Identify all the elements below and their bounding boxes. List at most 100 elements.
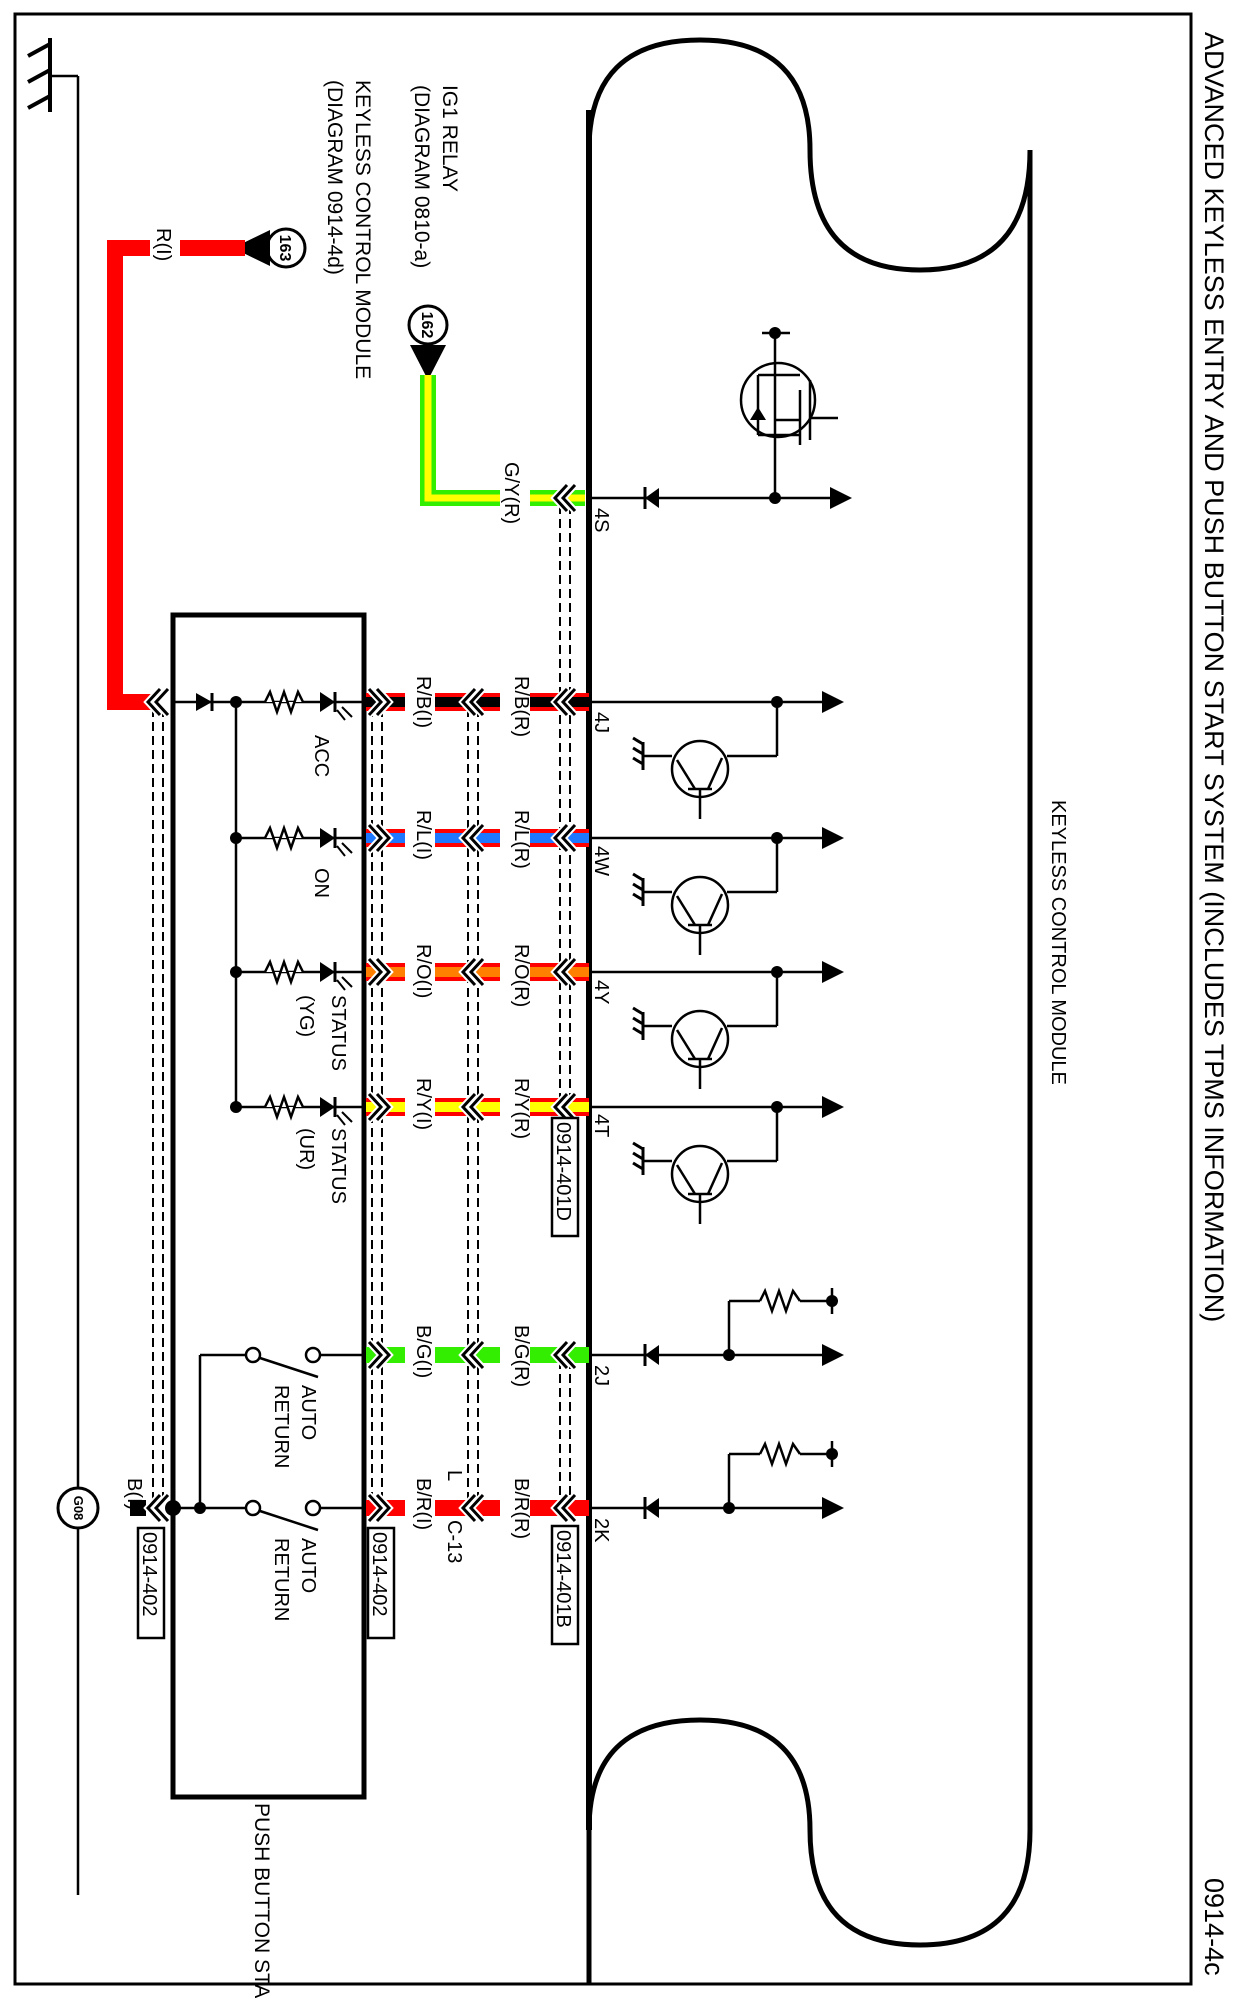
mosfet-icon xyxy=(739,327,838,445)
harness-wire-rb xyxy=(366,686,589,718)
ref-162-badge: 162 xyxy=(407,304,449,380)
wire-label-l: L xyxy=(443,1470,465,1481)
kcm-ref-label: KEYLESS CONTROL MODULE xyxy=(351,80,374,379)
connector-0914-402-left: 0914-402 xyxy=(136,1526,166,1640)
transistor-circuit xyxy=(589,961,844,1089)
resistor-icon xyxy=(263,958,305,986)
indicator-led-circuit xyxy=(230,688,353,721)
harness-wire-rl xyxy=(366,822,589,854)
module-label: KEYLESS CONTROL MODULE xyxy=(1047,800,1069,1085)
ig1-relay-diagram: (DIAGRAM 0810-a) xyxy=(410,85,433,268)
keyless-control-module-outline xyxy=(586,37,1033,1985)
indicator-status-yg-sub: (YG) xyxy=(295,995,317,1037)
indicator-acc-label: ACC xyxy=(310,735,332,777)
resistor-icon xyxy=(758,1440,802,1468)
wire-label-ro-i: R/O(I) xyxy=(412,944,434,998)
push-button-start-label: PUSH BUTTON START xyxy=(250,1803,273,1998)
auto-return-switch xyxy=(200,1346,364,1379)
switch-input-circuit xyxy=(589,1440,844,1519)
pin-4t: 4T xyxy=(590,1114,612,1137)
connector-chevron-icon xyxy=(366,956,394,988)
indicator-led-circuit xyxy=(230,958,364,991)
led-icon xyxy=(320,962,335,982)
connector-chevron-icon xyxy=(143,1492,171,1524)
wire-label-b-i: B(I) xyxy=(123,1478,145,1510)
npn-transistor-icon xyxy=(643,1009,730,1089)
ig1-relay-label: IG1 RELAY xyxy=(438,85,461,192)
arrow-icon xyxy=(822,1344,844,1366)
connector-chevron-icon xyxy=(458,956,486,988)
svg-text:G08: G08 xyxy=(71,1496,86,1521)
wire-label-gy-r: G/Y(R) xyxy=(500,462,522,524)
harness-wire-ry xyxy=(366,1091,589,1123)
svg-text:163: 163 xyxy=(276,235,293,262)
connector-chevron-icon xyxy=(550,482,578,514)
wire-label-br-r: B/R(R) xyxy=(510,1478,532,1539)
led-icon xyxy=(320,692,335,712)
switch-input-circuit xyxy=(589,1287,844,1366)
pin-4j: 4J xyxy=(590,712,612,733)
connector-chevron-icon xyxy=(550,1492,578,1524)
harness-wire-br xyxy=(366,1492,589,1524)
connector-chevron-icon xyxy=(366,1091,394,1123)
push-button-start-box xyxy=(170,612,367,1800)
connector-chevron-icon xyxy=(458,1339,486,1371)
indicator-status-yg-label: STATUS xyxy=(327,995,349,1071)
ground-icon xyxy=(632,1141,645,1175)
connector-chevron-icon xyxy=(550,956,578,988)
wire-label-rl-i: R/L(I) xyxy=(412,810,434,860)
resistor-icon xyxy=(263,824,305,852)
auto-return-switch xyxy=(200,1499,364,1532)
connector-chevron-icon xyxy=(550,822,578,854)
arrow-icon xyxy=(822,827,844,849)
diode-icon xyxy=(196,693,212,711)
wire-label-rb-r: R/B(R) xyxy=(510,676,532,737)
connector-chevron-icon xyxy=(458,822,486,854)
pin-4w: 4W xyxy=(590,846,612,876)
arrow-icon xyxy=(822,1497,844,1519)
connector-chevron-icon xyxy=(366,1492,394,1524)
ground-icon xyxy=(632,736,645,770)
ground-g08-badge: G08 xyxy=(56,1486,100,1530)
wire-label-bg-r: B/G(R) xyxy=(510,1325,532,1387)
diode-icon xyxy=(643,1497,659,1519)
ground-symbol-top xyxy=(27,38,78,112)
connector-chevron-icon xyxy=(550,1091,578,1123)
transistor-circuit xyxy=(589,827,844,955)
page-title: ADVANCED KEYLESS ENTRY AND PUSH BUTTON S… xyxy=(1199,32,1229,1322)
harness-wire-bg xyxy=(366,1339,589,1371)
indicator-led-circuit xyxy=(230,824,364,857)
wire-label-ro-r: R/O(R) xyxy=(510,944,532,1007)
diode-icon xyxy=(643,1344,659,1366)
wire-label-bg-i: B/G(I) xyxy=(412,1325,434,1378)
svg-text:0914-402: 0914-402 xyxy=(368,1532,390,1617)
harness-wire-ro xyxy=(366,956,589,988)
junction-dot xyxy=(769,327,781,339)
diode-icon xyxy=(643,487,659,509)
connector-chevron-icon xyxy=(458,1492,486,1524)
wire-label-ry-r: R/Y(R) xyxy=(510,1078,532,1139)
kcm-ref-diagram: (DIAGRAM 0914-4d) xyxy=(323,80,346,275)
connector-chevron-icon xyxy=(366,822,394,854)
svg-text:162: 162 xyxy=(418,312,435,339)
connector-0914-401d: 0914-401D xyxy=(550,1116,580,1238)
npn-transistor-icon xyxy=(643,875,730,955)
pin-2k: 2K xyxy=(590,1518,612,1543)
resistor-icon xyxy=(263,1093,305,1121)
connector-chevron-icon xyxy=(550,686,578,718)
wire-label-rb-i: R/B(I) xyxy=(412,676,434,728)
pin-4y: 4Y xyxy=(590,980,612,1004)
led-icon xyxy=(320,828,335,848)
indicator-led-circuit xyxy=(230,1093,364,1126)
connector-c-13: C-13 xyxy=(443,1520,465,1563)
resistor-icon xyxy=(758,1287,802,1315)
svg-text:0914-402: 0914-402 xyxy=(138,1532,160,1617)
arrow-icon xyxy=(822,961,844,983)
resistor-icon xyxy=(263,688,305,716)
switch-1-return: RETURN xyxy=(270,1385,292,1468)
page-frame xyxy=(13,12,1193,1986)
pin-2j: 2J xyxy=(590,1365,612,1386)
wire-b-i xyxy=(130,1500,146,1516)
transistor-circuit xyxy=(589,1096,844,1224)
